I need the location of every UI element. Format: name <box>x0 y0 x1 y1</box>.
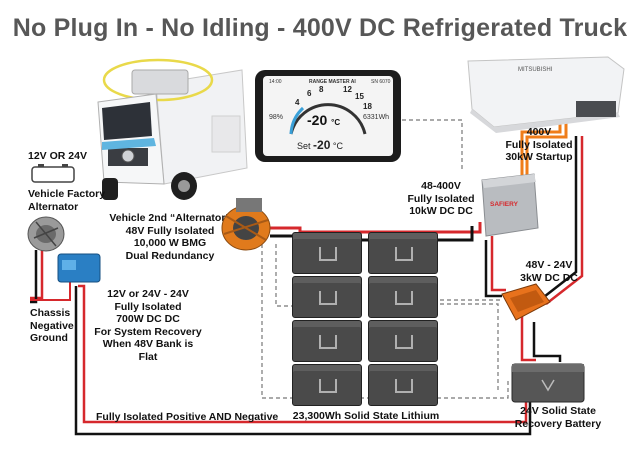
hv-wire <box>520 120 562 175</box>
battery-logo-icon <box>395 291 413 305</box>
dial-mark: 12 <box>343 85 352 94</box>
battery-module <box>292 364 362 406</box>
mid-dcdc-label: 48V - 24V 3kW DC DC <box>520 259 578 284</box>
chassis-ground-label: Chassis Negative Ground <box>30 307 74 344</box>
battery-module <box>292 276 362 318</box>
battery-module <box>368 276 438 318</box>
wheel <box>102 178 118 200</box>
recovery-negative-wire <box>74 286 532 436</box>
battery-logo-icon <box>319 379 337 393</box>
factory-alternator-icon <box>27 216 65 252</box>
dial-mark: 4 <box>295 98 300 107</box>
recovery-battery <box>511 363 585 403</box>
dial-mark: 15 <box>355 92 364 101</box>
truck-illustration <box>97 58 248 200</box>
hv-dcdc-label: 48-400V Fully Isolated 10kW DC DC <box>407 180 475 217</box>
hv-wire <box>525 120 568 175</box>
voltage-selector-label: 12V OR 24V <box>28 150 87 162</box>
battery-module <box>292 320 362 362</box>
battery-module <box>368 364 438 406</box>
bmg-motor-icon <box>221 198 271 251</box>
hv-dcdc-converter: SAFIERY <box>481 173 539 237</box>
recovery-positive-wire <box>78 284 528 424</box>
display-code: SN 6070 <box>371 79 391 85</box>
small-dcdc-converter <box>57 253 101 283</box>
hv-unit-label: 400V Fully Isolated 30kW Startup <box>505 126 573 163</box>
second-alternator-label: Vehicle 2nd “Alternator” 48V Fully Isola… <box>109 212 231 262</box>
setpoint: Set -20 °C <box>297 138 343 152</box>
isolation-note: Fully Isolated Positive AND Negative <box>96 411 279 423</box>
refrigeration-unit: MITSUBISHI <box>467 56 625 133</box>
energy-readout: 6331Wh <box>363 114 390 121</box>
battery-bank <box>292 232 438 406</box>
battery-logo-icon <box>319 335 337 349</box>
highlight-ellipse <box>102 58 214 102</box>
unit-brand: MITSUBISHI <box>518 67 553 73</box>
page-title: No Plug In - No Idling - 400V DC Refrige… <box>12 14 628 42</box>
battery-logo-icon <box>319 291 337 305</box>
factory-alternator-label: Vehicle Factory Alternator <box>28 188 106 213</box>
recovery-battery-label: 24V Solid State Recovery Battery <box>514 405 602 430</box>
battery-module <box>368 232 438 274</box>
battery-logo-icon <box>395 247 413 261</box>
battery-logo-icon <box>395 379 413 393</box>
dial-mark: 6 <box>307 89 312 98</box>
battery-module <box>368 320 438 362</box>
reefer-unit <box>131 69 189 95</box>
small-dcdc-label: 12V or 24V - 24V Fully Isolated 700W DC … <box>94 288 202 363</box>
display-brand: RANGE MASTER AI <box>309 79 356 85</box>
battery-module <box>292 232 362 274</box>
battery-icon <box>31 164 75 183</box>
mid-dcdc-converter <box>501 283 551 321</box>
hv-brand: SAFIERY <box>490 201 519 208</box>
battery-logo-icon <box>395 335 413 349</box>
battery-bank-label: 23,300Wh Solid State Lithium <box>292 410 440 422</box>
display-time: 14:00 <box>269 79 282 85</box>
windshield <box>102 102 152 140</box>
dial-mark: 8 <box>319 85 324 94</box>
current-temperature: -20 °C <box>307 112 341 128</box>
battery-charge: 98% <box>269 114 284 121</box>
battery-logo-icon <box>319 247 337 261</box>
range-master-display: 14:00 RANGE MASTER AI SN 6070 4 6 8 12 1… <box>255 70 401 162</box>
dial-mark: 18 <box>363 102 372 111</box>
